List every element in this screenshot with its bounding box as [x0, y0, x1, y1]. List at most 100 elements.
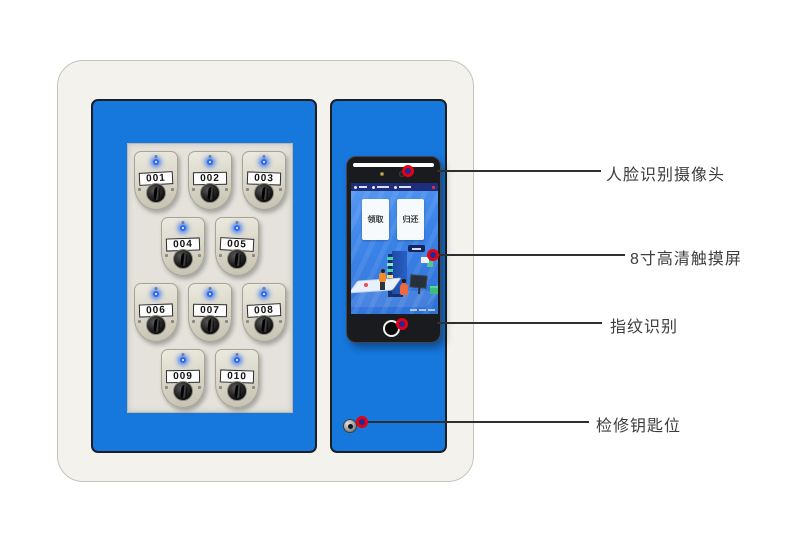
screw-icon	[138, 188, 141, 191]
callout-label-touchscreen: 8寸高清触摸屏	[630, 251, 742, 268]
screw-icon	[198, 386, 201, 389]
key-slot-009[interactable]: 009	[161, 349, 205, 408]
illustration-person	[400, 279, 408, 295]
key-lock-icon[interactable]	[227, 381, 247, 401]
pin-dot-icon	[235, 353, 239, 356]
pin-dot-icon	[208, 287, 212, 290]
screw-icon	[225, 188, 228, 191]
key-lock-icon[interactable]	[173, 249, 193, 269]
led-indicator-icon	[207, 291, 213, 297]
led-indicator-icon	[234, 357, 240, 363]
callout-marker-fingerprint	[396, 318, 408, 330]
callout-label-fingerprint: 指纹识别	[610, 319, 679, 336]
key-slot-006[interactable]: 006	[134, 283, 178, 342]
screw-icon	[279, 320, 282, 323]
status-red-dot-icon	[432, 185, 435, 189]
pin-dot-icon	[208, 155, 212, 158]
pin-dot-icon	[262, 155, 266, 158]
key-slot-005[interactable]: 005	[215, 217, 259, 276]
key-slot-007[interactable]: 007	[188, 283, 232, 342]
service-keyhole[interactable]	[343, 419, 357, 433]
speaker-grille	[353, 163, 434, 167]
key-slot-008[interactable]: 008	[242, 283, 286, 342]
callout-label-face-camera: 人脸识别摄像头	[606, 167, 726, 184]
callout-marker-touchscreen	[427, 249, 439, 261]
pin-dot-icon	[262, 287, 266, 290]
illustration-sign-board	[409, 274, 428, 289]
key-lock-icon[interactable]	[200, 183, 220, 203]
collect-key-button[interactable]: 领取	[362, 199, 389, 240]
screw-icon	[171, 188, 174, 191]
led-indicator-icon	[180, 357, 186, 363]
key-slot-004[interactable]: 004	[161, 217, 205, 276]
key-lock-icon[interactable]	[254, 315, 274, 335]
status-item	[372, 185, 389, 189]
key-slot-010[interactable]: 010	[215, 349, 259, 408]
led-indicator-icon	[234, 225, 240, 231]
return-key-button[interactable]: 归还	[397, 199, 424, 240]
key-slot-002[interactable]: 002	[188, 151, 232, 210]
pin-dot-icon	[181, 221, 185, 224]
key-lock-icon[interactable]	[146, 315, 166, 335]
screw-icon	[192, 320, 195, 323]
illustration-box	[421, 257, 429, 263]
led-indicator-icon	[207, 159, 213, 165]
screw-icon	[219, 254, 222, 257]
status-item	[354, 185, 367, 189]
led-indicator-icon	[261, 159, 267, 165]
screen-status-bar	[351, 183, 438, 191]
pin-dot-icon	[235, 221, 239, 224]
key-lock-icon[interactable]	[146, 183, 166, 203]
key-slot-003[interactable]: 003	[242, 151, 286, 210]
leader-line	[437, 322, 602, 324]
callout-marker-service-keyhole	[356, 416, 368, 428]
key-slot-001[interactable]: 001	[134, 151, 178, 210]
key-lock-icon[interactable]	[173, 381, 193, 401]
screen-home-page: 领取 归还	[351, 191, 438, 314]
screw-icon	[138, 320, 141, 323]
leader-line	[437, 170, 601, 172]
screw-icon	[252, 254, 255, 257]
led-indicator-icon	[261, 291, 267, 297]
illustration-person	[379, 269, 386, 290]
pin-dot-icon	[181, 353, 185, 356]
illustration-caption-dashes	[410, 309, 435, 311]
illustration-plant	[427, 261, 433, 267]
illustration-dot	[364, 283, 368, 287]
screw-icon	[219, 386, 222, 389]
leader-line	[368, 421, 589, 423]
screw-icon	[225, 320, 228, 323]
led-indicator-icon	[180, 225, 186, 231]
status-item	[394, 185, 411, 189]
screw-icon	[252, 386, 255, 389]
pin-dot-icon	[154, 287, 158, 290]
screw-icon	[171, 320, 174, 323]
pin-dot-icon	[154, 155, 158, 158]
screw-icon	[192, 188, 195, 191]
leader-line	[438, 254, 625, 256]
terminal-screen: 领取 归还	[351, 183, 438, 314]
illustration-plant	[430, 288, 438, 294]
screw-icon	[246, 320, 249, 323]
screw-icon	[279, 188, 282, 191]
sensor-dot-icon	[380, 172, 384, 176]
screw-icon	[165, 386, 168, 389]
terminal-door: 领取 归还	[330, 99, 447, 453]
touchscreen-terminal: 领取 归还	[346, 156, 441, 343]
led-indicator-icon	[153, 159, 159, 165]
key-lock-icon[interactable]	[227, 249, 247, 269]
key-lock-icon[interactable]	[200, 315, 220, 335]
key-lock-icon[interactable]	[254, 183, 274, 203]
small-admin-button[interactable]	[408, 245, 425, 252]
screw-icon	[246, 188, 249, 191]
callout-label-service-keyhole: 检修钥匙位	[596, 418, 682, 435]
callout-marker-face-camera	[402, 165, 414, 177]
